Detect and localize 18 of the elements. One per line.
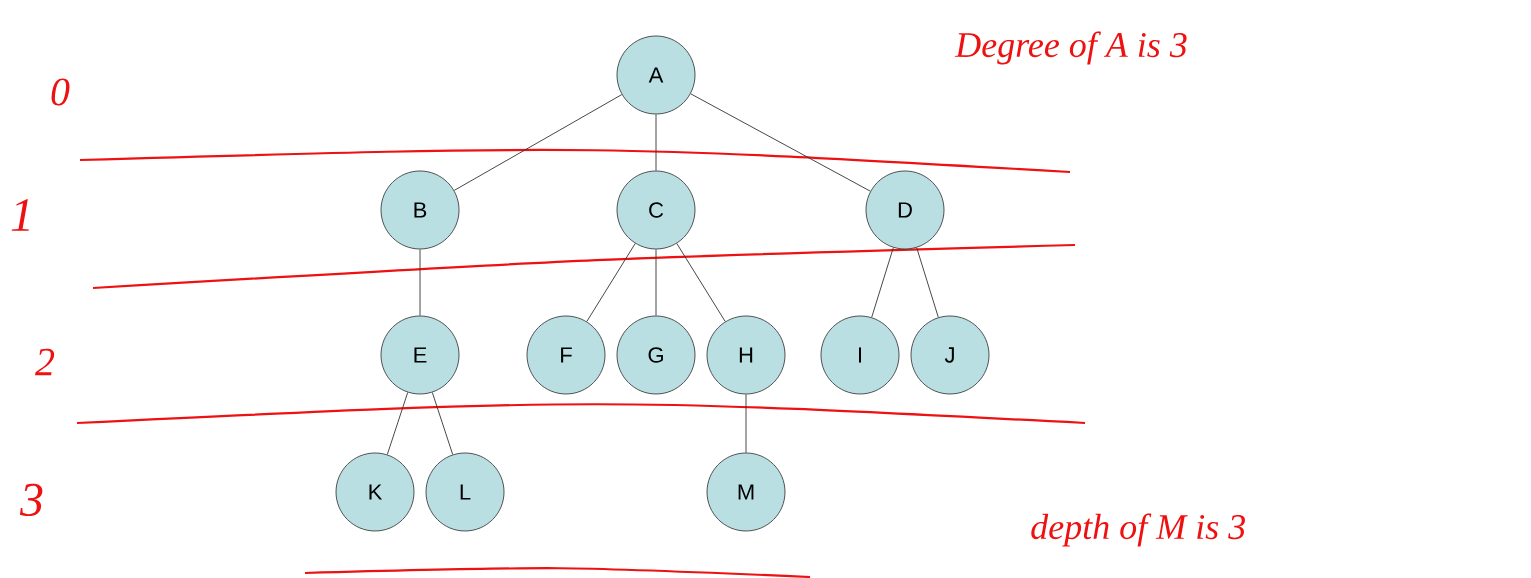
tree-edge bbox=[916, 247, 939, 318]
tree-edge bbox=[419, 249, 421, 316]
tree-edge bbox=[386, 392, 409, 455]
tree-edge bbox=[655, 114, 657, 171]
handwritten-note: 3 bbox=[19, 483, 43, 517]
handwritten-note: 2 bbox=[35, 348, 55, 376]
tree-edge bbox=[690, 93, 871, 192]
handwritten-note: 1 bbox=[11, 199, 29, 231]
tree-edge bbox=[586, 243, 636, 322]
tree-edge bbox=[745, 394, 747, 453]
handwritten-note: depth of M is 3 bbox=[1031, 513, 1245, 547]
handwritten-note: Degree of A is 3 bbox=[954, 31, 1187, 65]
tree-edge bbox=[431, 392, 454, 455]
tree-edge bbox=[676, 243, 726, 322]
tree-edge bbox=[871, 247, 894, 318]
handwritten-note: 0 bbox=[51, 78, 70, 106]
tree-edge bbox=[453, 94, 623, 191]
tree-edge bbox=[655, 249, 657, 316]
